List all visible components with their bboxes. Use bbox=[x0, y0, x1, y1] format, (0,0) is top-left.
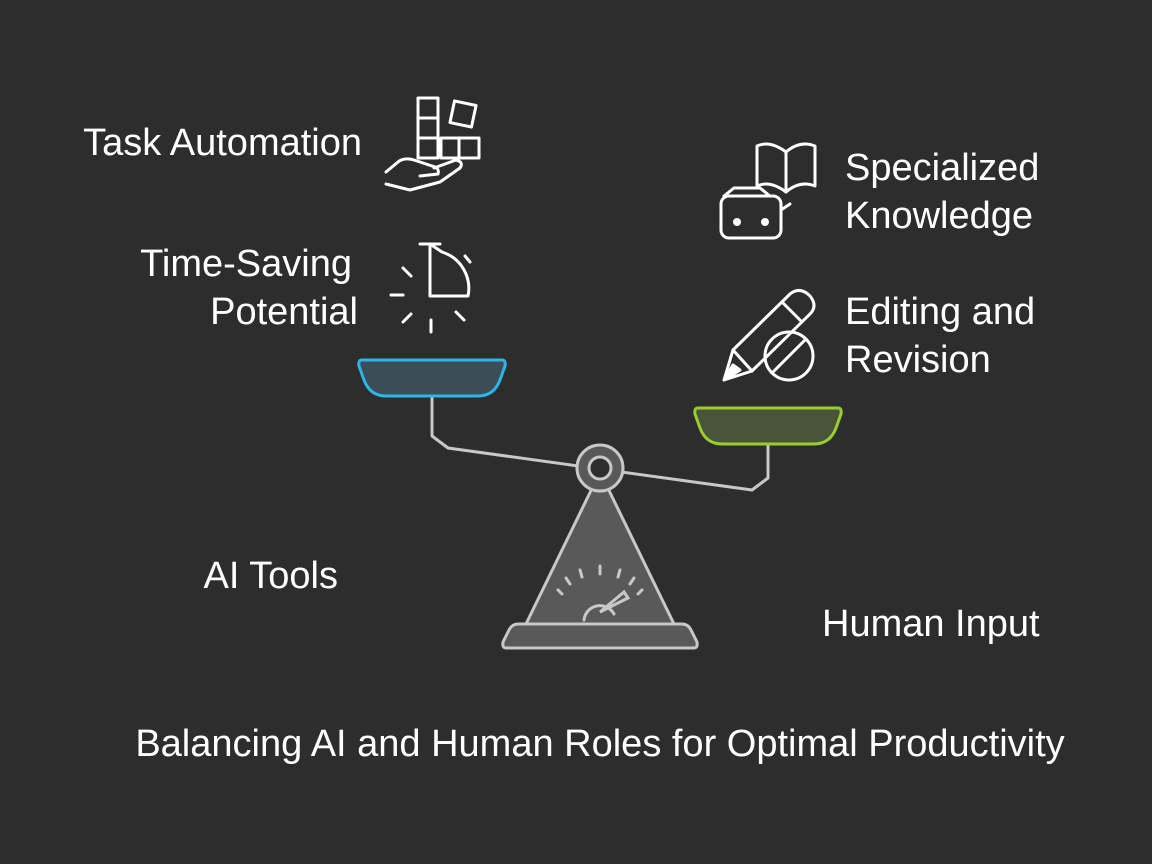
stopwatch-icon bbox=[389, 242, 472, 334]
label-specialized-line1: Specialized bbox=[845, 147, 1039, 189]
label-time-saving-line1: Time-Saving bbox=[140, 243, 352, 285]
label-human-input: Human Input bbox=[822, 603, 1040, 645]
label-ai-tools: AI Tools bbox=[204, 555, 338, 597]
scale-base bbox=[501, 622, 699, 650]
label-specialized-line2: Knowledge bbox=[845, 195, 1033, 237]
label-task-automation: Task Automation bbox=[83, 122, 362, 164]
pencil-with-prohibition-icon bbox=[722, 289, 816, 382]
gauge-icon bbox=[556, 564, 644, 622]
label-editing-line1: Editing and bbox=[845, 291, 1035, 333]
scale-left-pan bbox=[357, 358, 507, 398]
label-editing-line2: Revision bbox=[845, 339, 991, 381]
diagram-title: Balancing AI and Human Roles for Optimal… bbox=[135, 723, 1064, 765]
balance-scale-icon bbox=[357, 358, 843, 650]
scale-right-pan bbox=[693, 406, 843, 446]
scale-pivot-inner bbox=[587, 455, 613, 481]
hand-with-blocks-icon bbox=[384, 96, 481, 192]
robot-with-book-icon bbox=[719, 142, 817, 240]
label-time-saving-line2: Potential bbox=[210, 291, 358, 333]
scale-stand bbox=[524, 470, 676, 626]
